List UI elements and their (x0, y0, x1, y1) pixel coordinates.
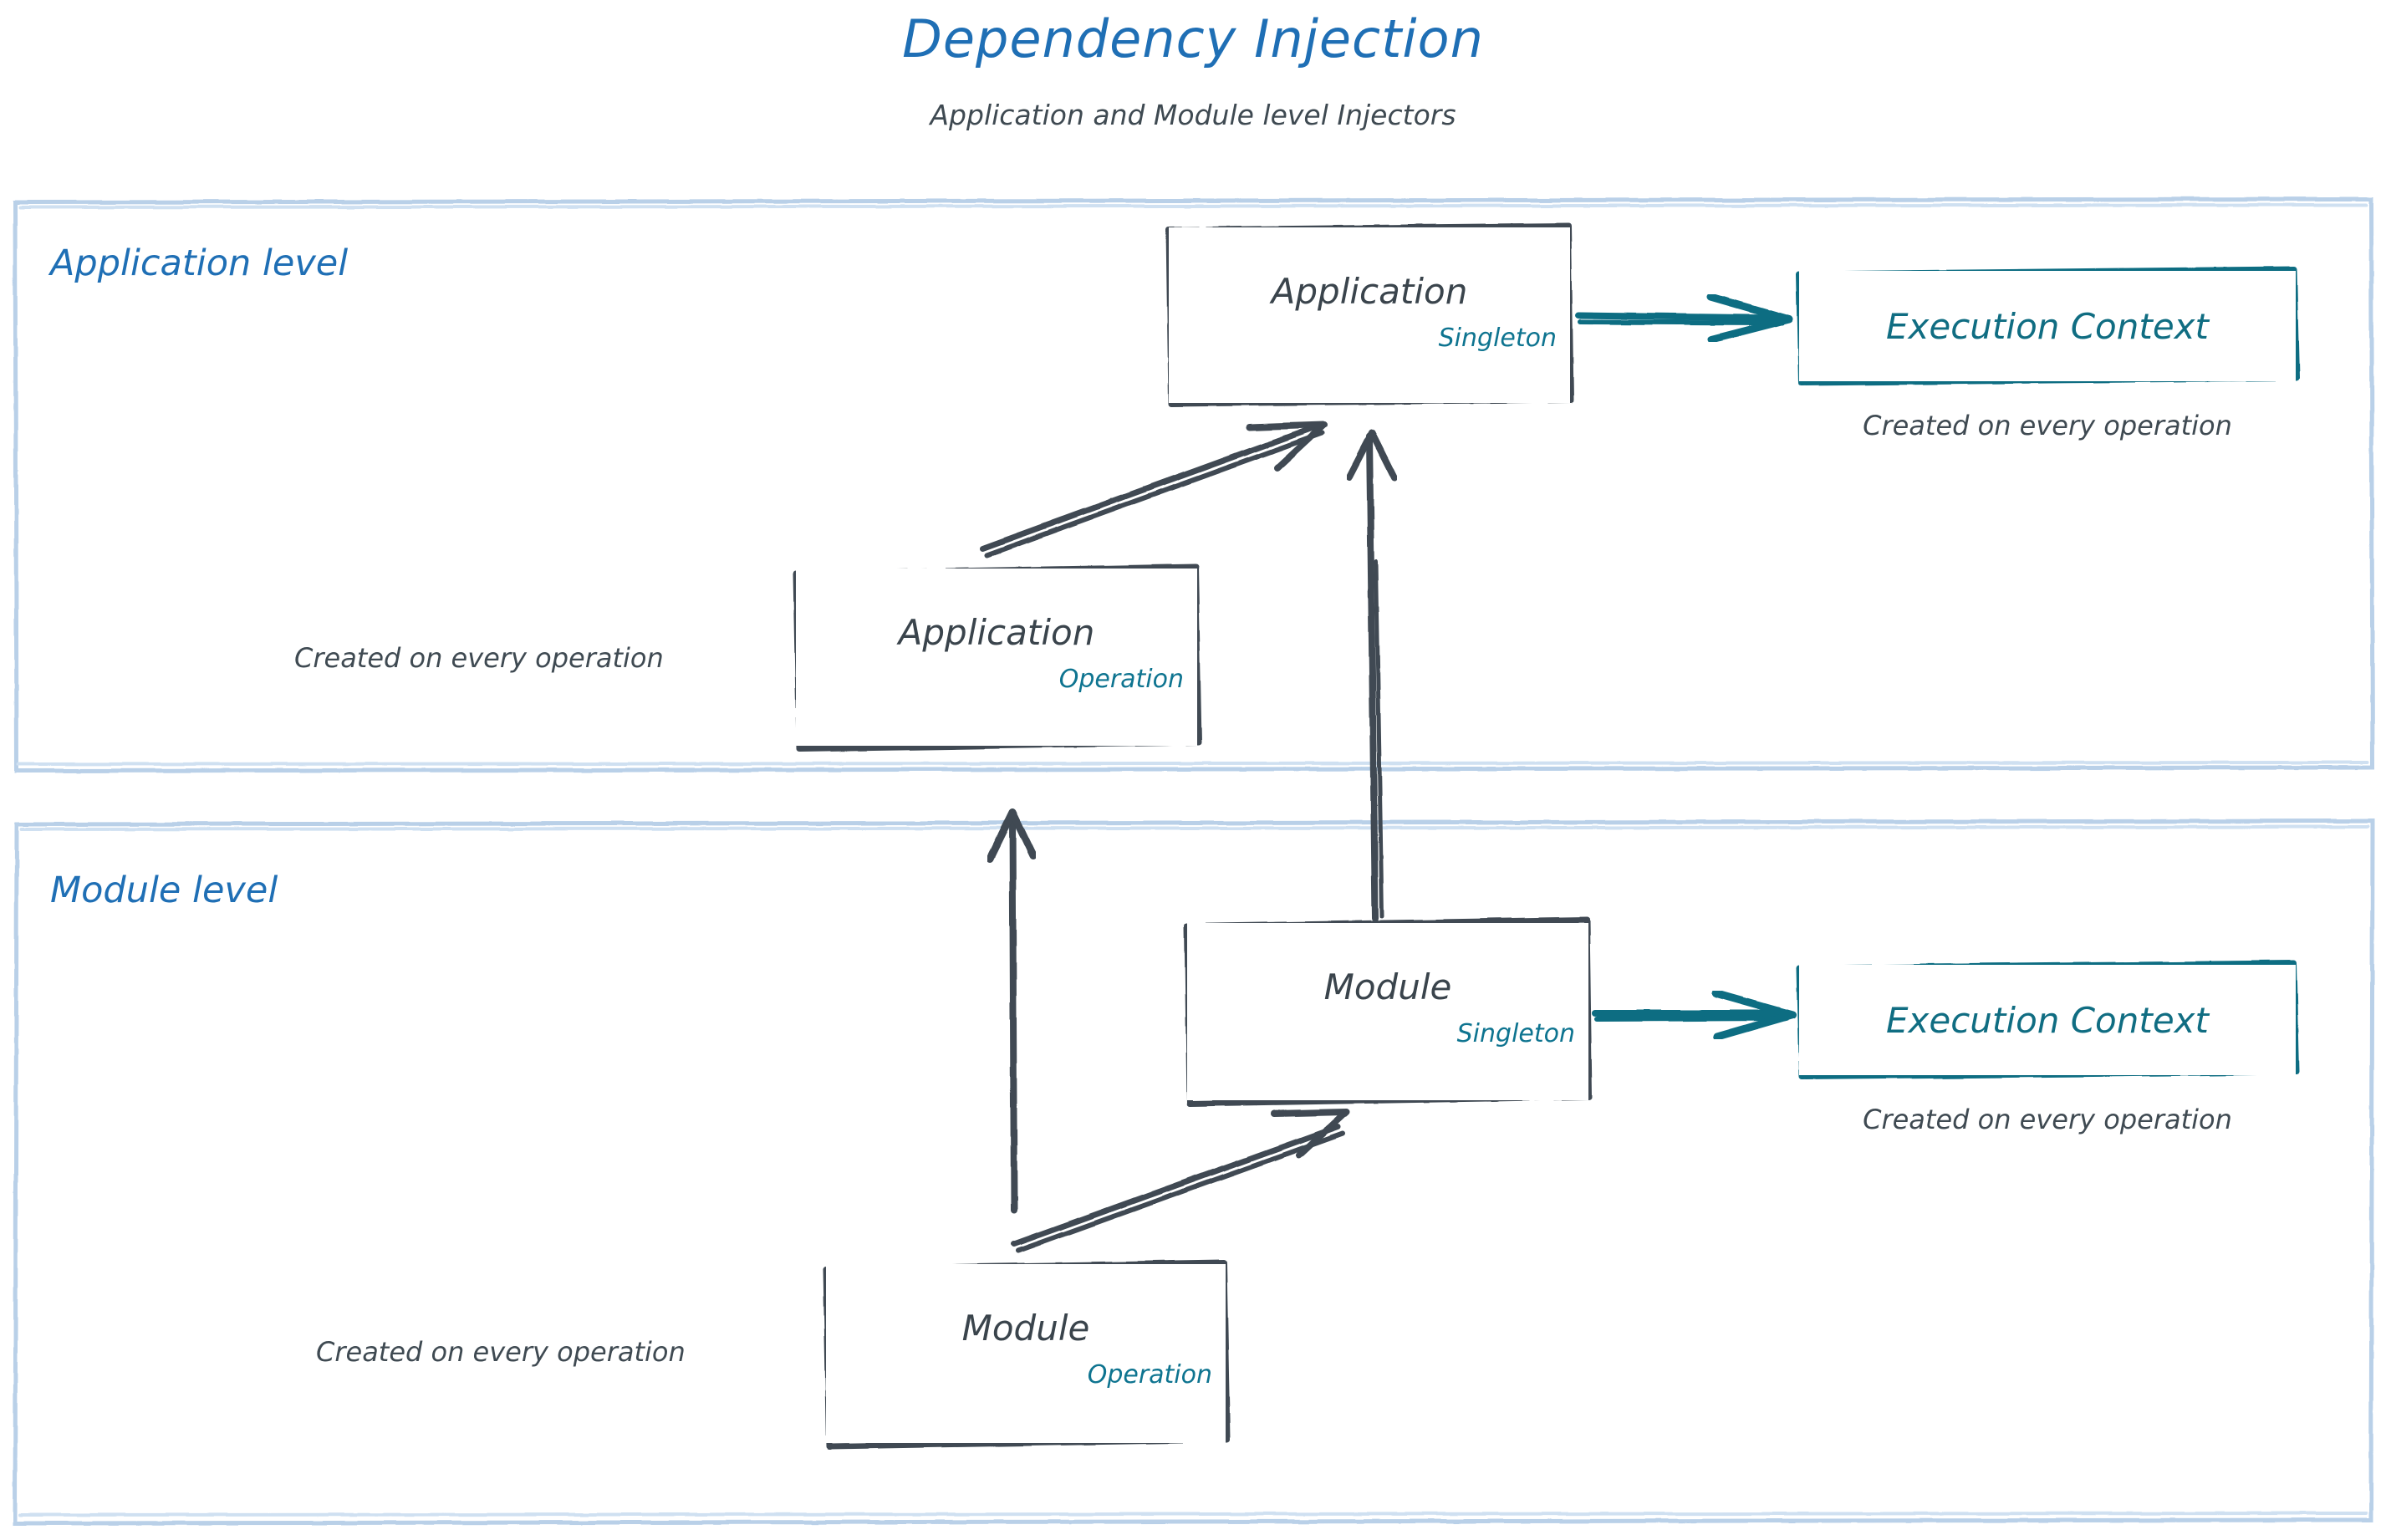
page-subtitle: Application and Module level Injectors (930, 99, 1456, 131)
node-application-singleton-scope: Singleton (1438, 324, 1557, 353)
arrow-module-operation-to-singleton (1011, 1109, 1349, 1253)
node-application-operation[interactable]: Application Operation (796, 569, 1197, 746)
container-label-module-level: Module level (50, 869, 278, 911)
arrow-application-to-execution-context (1575, 293, 1793, 344)
node-module-singleton[interactable]: Module Singleton (1187, 923, 1588, 1100)
container-label-application-level: Application level (50, 242, 349, 284)
node-application-singleton-title: Application (1271, 271, 1468, 312)
arrow-module-to-execution-context (1592, 989, 1797, 1041)
caption-module-operation: Created on every operation (316, 1336, 686, 1368)
node-execution-context-application[interactable]: Execution Context (1799, 271, 2296, 381)
node-module-operation-scope: Operation (1087, 1360, 1212, 1390)
caption-execution-context-module: Created on every operation (1863, 1104, 2232, 1135)
node-execution-context-module-label: Execution Context (1885, 999, 2210, 1041)
node-execution-context-application-label: Execution Context (1885, 305, 2210, 347)
node-application-singleton[interactable]: Application Singleton (1169, 227, 1570, 403)
caption-execution-context-application: Created on every operation (1863, 410, 2232, 441)
page-title: Dependency Injection (902, 8, 1484, 69)
node-application-operation-scope: Operation (1058, 665, 1184, 694)
arrow-module-singleton-to-application-singleton (1346, 430, 1398, 921)
node-module-singleton-scope: Singleton (1456, 1019, 1575, 1048)
node-execution-context-module[interactable]: Execution Context (1799, 965, 2296, 1075)
caption-application-operation: Created on every operation (294, 642, 664, 674)
node-module-singleton-title: Module (1323, 966, 1452, 1007)
node-module-operation[interactable]: Module Operation (826, 1264, 1226, 1443)
arrow-module-operation-upward (986, 808, 1038, 1214)
node-application-operation-title: Application (898, 612, 1095, 653)
node-module-operation-title: Module (961, 1308, 1090, 1349)
